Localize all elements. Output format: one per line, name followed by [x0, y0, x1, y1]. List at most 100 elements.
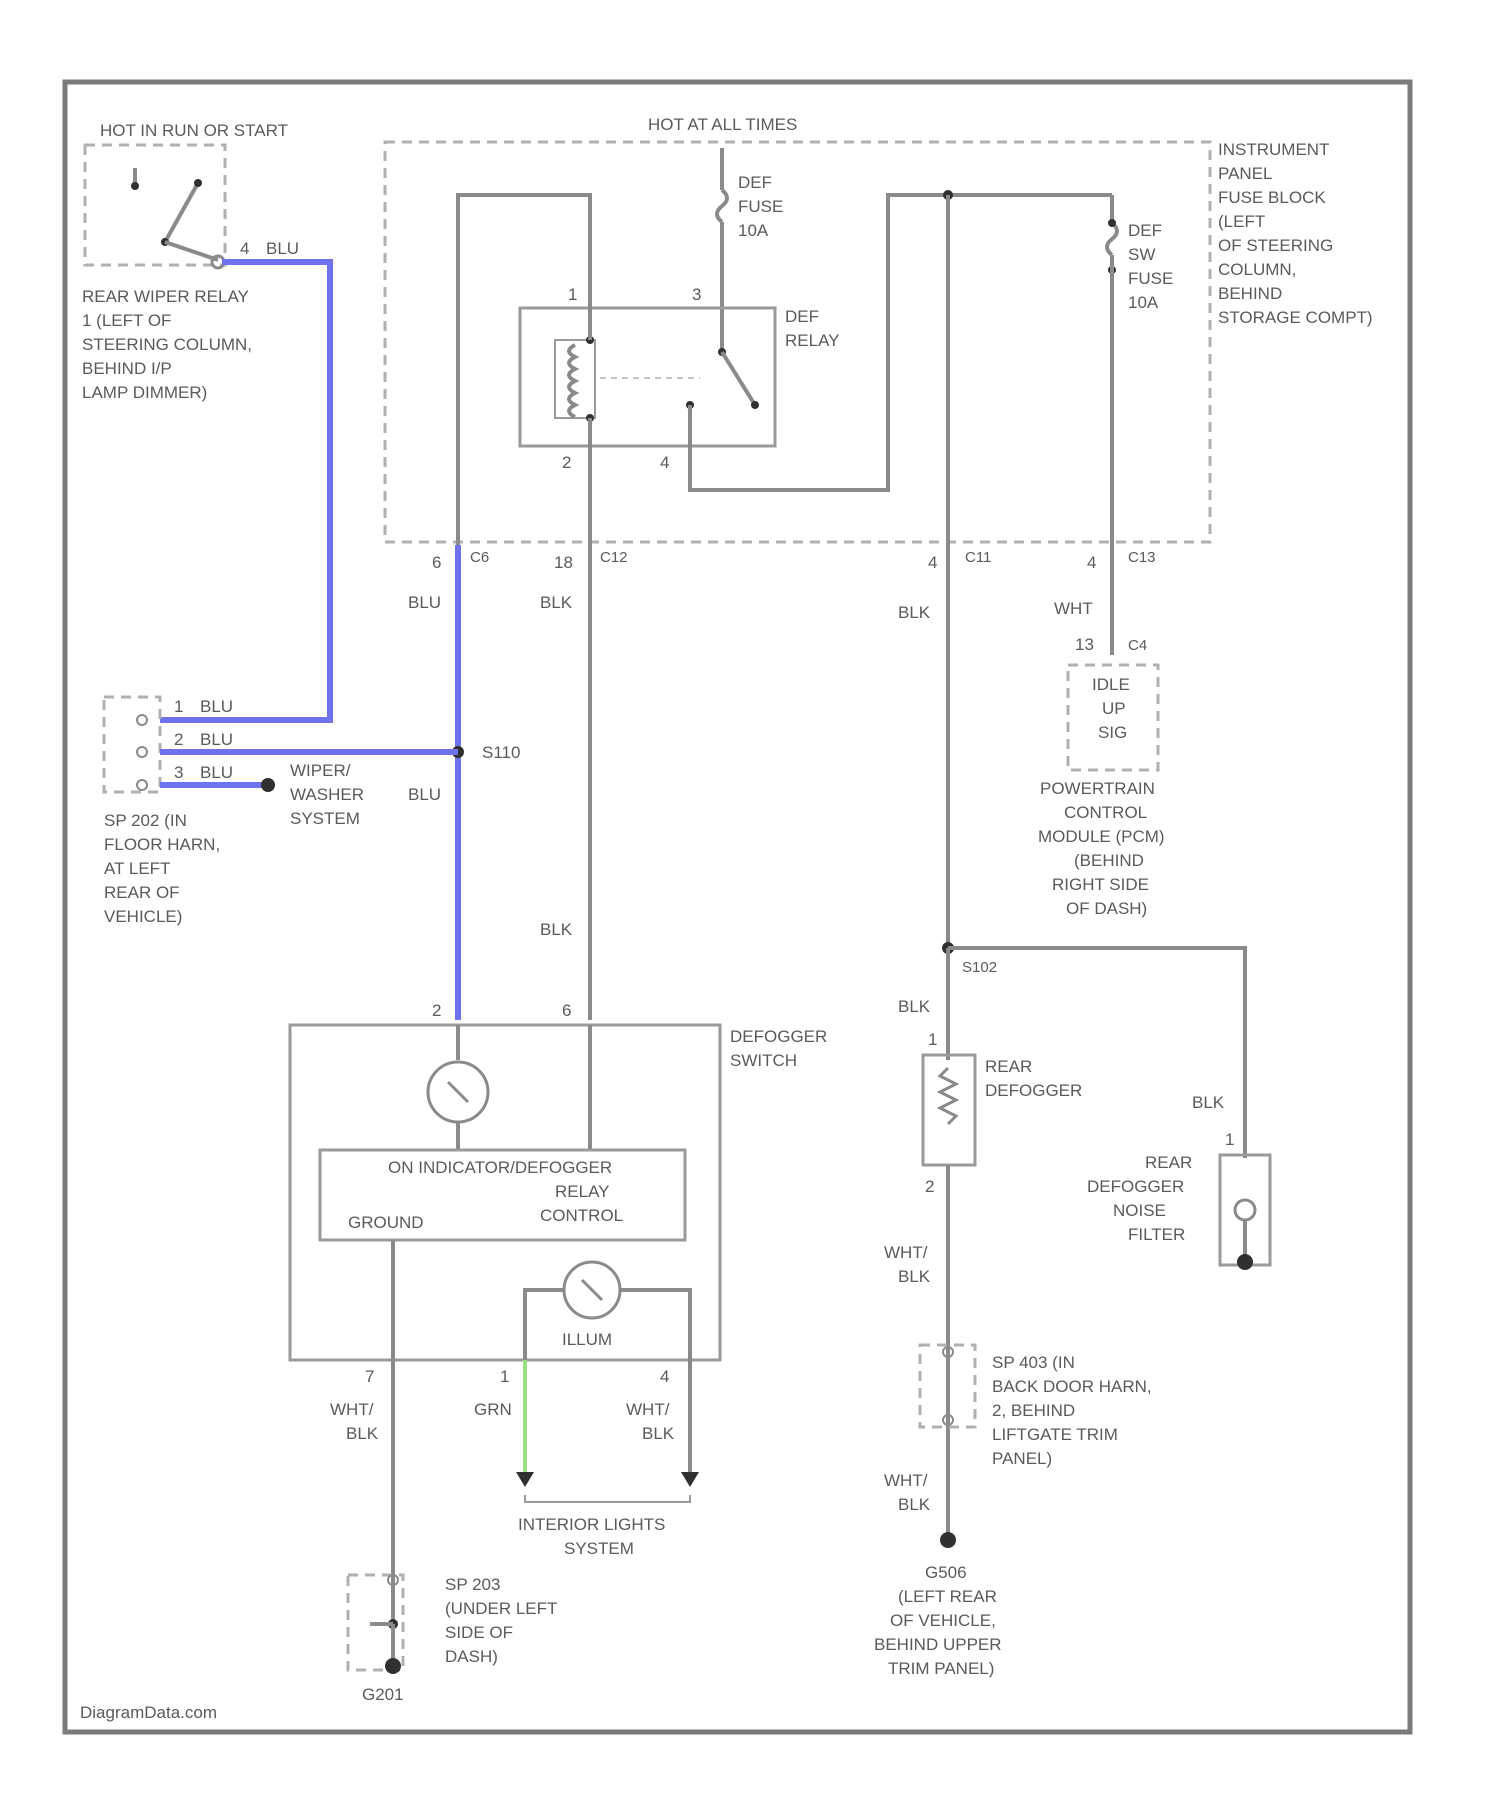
blk-wire-to-noise-filter	[948, 948, 1245, 1158]
svg-text:WHT/: WHT/	[884, 1471, 928, 1490]
defogger-switch-label: DEFOGGER SWITCH	[730, 1027, 827, 1070]
svg-text:FUSE: FUSE	[738, 197, 783, 216]
svg-text:AT LEFT: AT LEFT	[104, 859, 170, 878]
sp403-label: SP 403 (IN BACK DOOR HARN, 2, BEHIND LIF…	[992, 1353, 1152, 1468]
svg-text:COLUMN,: COLUMN,	[1218, 260, 1296, 279]
svg-text:ON INDICATOR/DEFOGGER: ON INDICATOR/DEFOGGER	[388, 1158, 612, 1177]
g506-label: G506 (LEFT REAR OF VEHICLE, BEHIND UPPER…	[874, 1563, 1002, 1678]
svg-text:SP 203: SP 203	[445, 1575, 500, 1594]
blk-wire-label-5: BLK	[1192, 1093, 1225, 1112]
blu-wire-label-2: BLU	[408, 785, 441, 804]
rear-defogger-grid-icon	[940, 1068, 956, 1124]
svg-text:10A: 10A	[738, 221, 769, 240]
wiper-washer-arrow-icon	[261, 778, 275, 792]
svg-text:POWERTRAIN: POWERTRAIN	[1040, 779, 1155, 798]
blk-wire-label-3: BLK	[540, 920, 573, 939]
switch-pin2-label: 2	[432, 1001, 441, 1020]
rear-defogger-label: REAR DEFOGGER	[985, 1057, 1082, 1100]
sp202-term-icon	[137, 780, 147, 790]
svg-text:FUSE BLOCK: FUSE BLOCK	[1218, 188, 1326, 207]
sp202-wire1-label: BLU	[200, 697, 233, 716]
svg-text:10A: 10A	[1128, 293, 1159, 312]
svg-text:REAR WIPER RELAY: REAR WIPER RELAY	[82, 287, 249, 306]
svg-text:BEHIND UPPER: BEHIND UPPER	[874, 1635, 1002, 1654]
hot-run-start-label: HOT IN RUN OR START	[100, 121, 288, 140]
svg-text:SWITCH: SWITCH	[730, 1051, 797, 1070]
rear-wiper-relay-box	[85, 145, 225, 265]
wht-blk-label-2: WHT/ BLK	[626, 1400, 675, 1443]
idle-up-label: IDLE UP SIG	[1092, 675, 1130, 742]
sp202-wire2-label: BLU	[200, 730, 233, 749]
svg-text:WHT/: WHT/	[330, 1400, 374, 1419]
svg-text:BACK DOOR HARN,: BACK DOOR HARN,	[992, 1377, 1152, 1396]
switch-pin7-label: 7	[365, 1367, 374, 1386]
svg-text:FUSE: FUSE	[1128, 269, 1173, 288]
wiper-washer-label: WIPER/ WASHER SYSTEM	[290, 761, 364, 828]
noise-filter-capacitor-icon	[1235, 1200, 1255, 1220]
c12-pin-label: 18	[554, 553, 573, 572]
svg-text:REAR OF: REAR OF	[104, 883, 180, 902]
rear-defogger-box	[923, 1055, 975, 1165]
sp202-term-icon	[137, 747, 147, 757]
svg-text:STORAGE COMPT): STORAGE COMPT)	[1218, 308, 1373, 327]
svg-text:DEF: DEF	[785, 307, 819, 326]
relay-pin4b-label: 4	[660, 453, 669, 472]
svg-text:DEFOGGER: DEFOGGER	[1087, 1177, 1184, 1196]
interior-lights-arrow-icon	[516, 1472, 534, 1487]
svg-text:LAMP DIMMER): LAMP DIMMER)	[82, 383, 207, 402]
def-fuse-label: DEF FUSE 10A	[738, 173, 783, 240]
sp202-wire3-label: BLU	[200, 763, 233, 782]
def-fuse-icon	[717, 190, 727, 222]
svg-text:WHT/: WHT/	[626, 1400, 670, 1419]
wht-blk-label-3: WHT/ BLK	[884, 1243, 931, 1286]
diagram-frame	[65, 82, 1410, 1732]
svg-text:STEERING COLUMN,: STEERING COLUMN,	[82, 335, 252, 354]
svg-text:(LEFT REAR: (LEFT REAR	[898, 1587, 997, 1606]
svg-text:(LEFT: (LEFT	[1218, 212, 1265, 231]
interior-lights-bracket	[525, 1495, 690, 1502]
wht-blk-label-1: WHT/ BLK	[330, 1400, 379, 1443]
hot-all-times-label: HOT AT ALL TIMES	[648, 115, 797, 134]
g201-label: G201	[362, 1685, 404, 1704]
relay-coil-icon	[555, 336, 595, 422]
c6-pin-label: 6	[432, 553, 441, 572]
sp202-term-icon	[137, 715, 147, 725]
noise-filter-ground-icon	[1237, 1254, 1253, 1270]
svg-text:UP: UP	[1102, 699, 1126, 718]
indicator-lamp-filament-icon	[448, 1082, 468, 1102]
svg-text:OF VEHICLE,: OF VEHICLE,	[890, 1611, 996, 1630]
svg-text:TRIM PANEL): TRIM PANEL)	[888, 1659, 994, 1678]
svg-text:DEFOGGER: DEFOGGER	[730, 1027, 827, 1046]
svg-text:BLK: BLK	[898, 1267, 931, 1286]
sp203-label: SP 203 (UNDER LEFT SIDE OF DASH)	[445, 1575, 557, 1666]
rd-pin2-label: 2	[925, 1177, 934, 1196]
switch-pin1-label: 1	[500, 1367, 509, 1386]
c12-conn-label: C12	[600, 549, 628, 566]
svg-text:RELAY: RELAY	[785, 331, 840, 350]
c13-conn-label: C13	[1128, 549, 1156, 566]
wht-wire-label: WHT	[1054, 599, 1093, 618]
sp202-pin2-label: 2	[174, 730, 183, 749]
interior-lights-label: INTERIOR LIGHTS SYSTEM	[518, 1515, 665, 1558]
interior-lights-arrow-icon	[681, 1472, 699, 1487]
wht-blk-label-4: WHT/ BLK	[884, 1471, 931, 1514]
relay-pin1-label: 1	[568, 285, 577, 304]
s102-label: S102	[962, 959, 997, 976]
svg-text:(BEHIND: (BEHIND	[1074, 851, 1144, 870]
nf-pin1-label: 1	[1225, 1130, 1234, 1149]
g201-ground-icon	[385, 1658, 401, 1674]
c4-pin-label: 13	[1075, 635, 1094, 654]
blk-wire-label-2: BLK	[898, 603, 931, 622]
svg-text:REAR: REAR	[1145, 1153, 1192, 1172]
svg-text:SYSTEM: SYSTEM	[564, 1539, 634, 1558]
c13-pin-label: 4	[1087, 553, 1096, 572]
svg-text:(UNDER LEFT: (UNDER LEFT	[445, 1599, 557, 1618]
svg-text:BLK: BLK	[642, 1424, 675, 1443]
relay-pin3-label: 3	[692, 285, 701, 304]
blu-wire-label-1: BLU	[408, 593, 441, 612]
svg-text:BEHIND: BEHIND	[1218, 284, 1282, 303]
g506-ground-icon	[940, 1532, 956, 1548]
pcm-label: POWERTRAIN CONTROL MODULE (PCM) (BEHIND …	[1038, 779, 1165, 918]
svg-text:SYSTEM: SYSTEM	[290, 809, 360, 828]
svg-text:IDLE: IDLE	[1092, 675, 1130, 694]
